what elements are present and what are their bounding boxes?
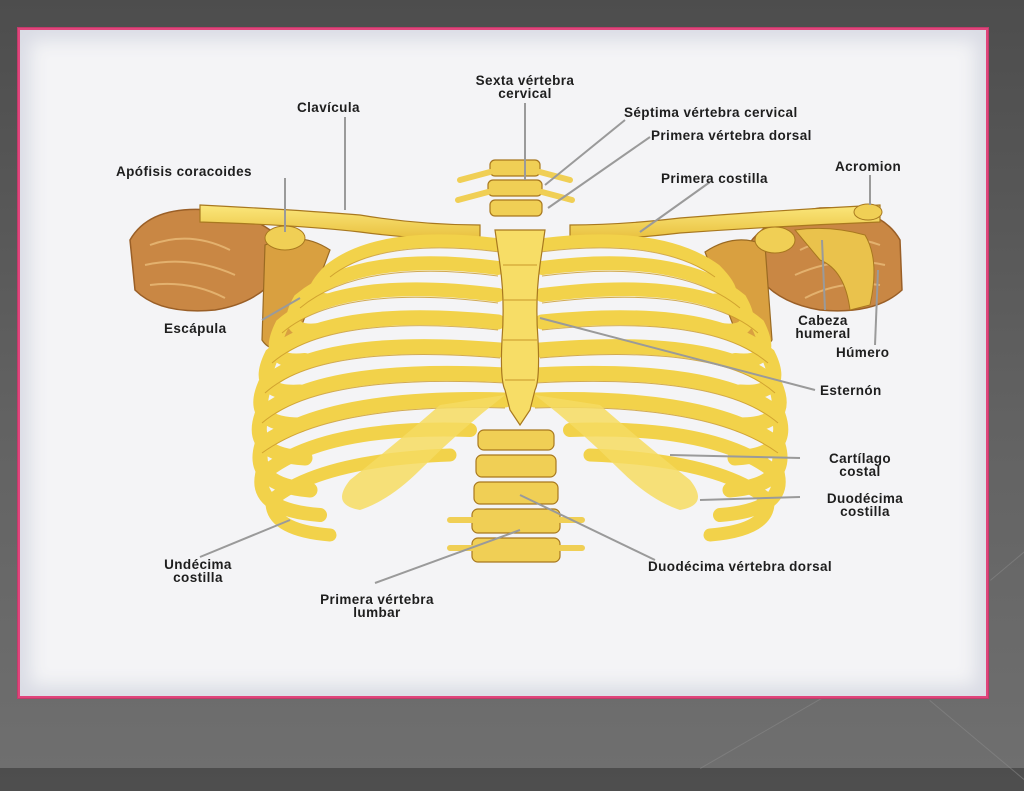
label-sexta-vertebra-cervical: Sexta vértebra cervical <box>475 73 575 101</box>
label-primera-vertebra-lumbar: Primera vértebra lumbar <box>320 592 434 620</box>
label-cartilago-costal: Cartílago costal <box>828 451 892 479</box>
label-clavicula: Clavícula <box>297 100 360 115</box>
leader-lines <box>199 103 879 584</box>
label-primera-vertebra-dorsal: Primera vértebra dorsal <box>651 128 812 143</box>
sternum <box>494 229 546 427</box>
rib-cage-illustration <box>129 103 903 584</box>
label-septima-vertebra-cervical: Séptima vértebra cervical <box>624 105 798 120</box>
label-esternon: Esternón <box>820 383 882 398</box>
right-humerus <box>794 227 875 311</box>
vertebral-column <box>471 159 561 563</box>
label-primera-costilla: Primera costilla <box>661 171 768 186</box>
label-duodecima-costilla: Duodécima costilla <box>826 491 904 519</box>
right-humeral-head <box>754 226 796 254</box>
acromion-bone <box>853 203 883 221</box>
label-acromion: Acromion <box>835 159 902 174</box>
label-humero: Húmero <box>836 345 890 360</box>
right-costal-cartilage <box>535 395 698 510</box>
left-ribs <box>251 234 513 542</box>
label-duodecima-vertebra-dorsal: Duodécima vértebra dorsal <box>648 559 833 574</box>
label-apofisis-coracoides: Apófisis coracoides <box>116 164 252 179</box>
label-undecima-costilla: Undécima costilla <box>164 557 232 585</box>
label-cabeza-humeral: Cabeza humeral <box>795 313 851 341</box>
label-escapula: Escápula <box>164 321 227 336</box>
left-muscle-fibers <box>144 237 236 299</box>
left-costal-cartilage <box>342 395 505 510</box>
